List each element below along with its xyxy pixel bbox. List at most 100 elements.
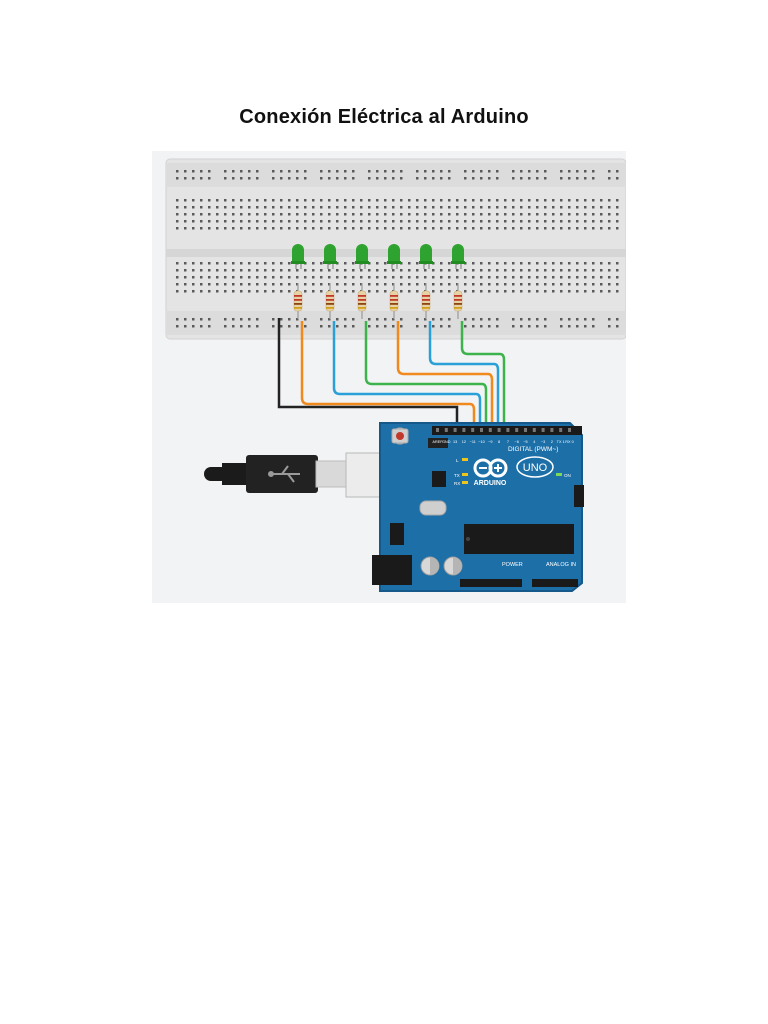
breadboard-hole (528, 213, 531, 216)
breadboard-hole (520, 262, 523, 265)
led-5 (419, 244, 433, 269)
breadboard-hole (512, 220, 515, 223)
breadboard-hole (336, 177, 339, 180)
breadboard-hole (296, 283, 299, 286)
breadboard-hole (424, 227, 427, 230)
breadboard-hole (464, 170, 467, 173)
breadboard-hole (336, 325, 339, 328)
breadboard-hole (200, 170, 203, 173)
digital-pin-label: ~6 (515, 440, 519, 444)
breadboard-hole (328, 220, 331, 223)
breadboard-hole (328, 325, 331, 328)
breadboard-hole (576, 220, 579, 223)
breadboard-hole (280, 199, 283, 202)
breadboard-hole (304, 220, 307, 223)
breadboard-hole (416, 325, 419, 328)
breadboard-hole (424, 318, 427, 321)
breadboard-hole (464, 220, 467, 223)
breadboard-hole (384, 269, 387, 272)
breadboard-hole (528, 325, 531, 328)
breadboard-hole (264, 276, 267, 279)
breadboard-hole (264, 290, 267, 293)
breadboard-hole (416, 199, 419, 202)
wire-1 (300, 321, 476, 427)
breadboard-hole (256, 283, 259, 286)
analog-header (532, 579, 578, 587)
wire-2 (332, 321, 482, 427)
breadboard-hole (408, 199, 411, 202)
breadboard-hole (584, 262, 587, 265)
on-indicator (556, 473, 562, 476)
breadboard-hole (512, 269, 515, 272)
breadboard-hole (472, 290, 475, 293)
breadboard-hole (176, 269, 179, 272)
breadboard-hole (528, 283, 531, 286)
breadboard-hole (520, 283, 523, 286)
breadboard-hole (392, 199, 395, 202)
led-6 (451, 244, 465, 269)
breadboard-hole (560, 206, 563, 209)
breadboard-hole (208, 170, 211, 173)
breadboard-hole (400, 177, 403, 180)
breadboard-hole (440, 283, 443, 286)
breadboard-hole (296, 318, 299, 321)
breadboard-hole (552, 262, 555, 265)
breadboard-hole (304, 227, 307, 230)
breadboard-hole (248, 269, 251, 272)
breadboard-hole (200, 269, 203, 272)
breadboard-hole (480, 170, 483, 173)
breadboard-hole (256, 318, 259, 321)
breadboard-hole (584, 170, 587, 173)
breadboard-hole (280, 290, 283, 293)
breadboard-hole (592, 325, 595, 328)
breadboard-hole (192, 283, 195, 286)
breadboard-hole (328, 269, 331, 272)
breadboard-hole (544, 318, 547, 321)
digital-pin-label: ~11 (470, 440, 476, 444)
breadboard-hole (592, 262, 595, 265)
breadboard-hole (528, 170, 531, 173)
resistors (293, 283, 463, 319)
breadboard-hole (296, 177, 299, 180)
breadboard-hole (200, 220, 203, 223)
breadboard-hole (440, 220, 443, 223)
breadboard-hole (248, 206, 251, 209)
breadboard-hole (616, 325, 619, 328)
breadboard-hole (264, 220, 267, 223)
breadboard-hole (240, 177, 243, 180)
breadboard-hole (600, 206, 603, 209)
breadboard-hole (200, 318, 203, 321)
breadboard-hole (552, 227, 555, 230)
breadboard-hole (544, 220, 547, 223)
breadboard-hole (464, 213, 467, 216)
breadboard-hole (616, 318, 619, 321)
breadboard-hole (504, 213, 507, 216)
breadboard-hole (472, 276, 475, 279)
breadboard-hole (616, 206, 619, 209)
breadboard-hole (520, 227, 523, 230)
breadboard-hole (608, 213, 611, 216)
breadboard-hole (520, 199, 523, 202)
breadboard-hole (248, 199, 251, 202)
breadboard-hole (448, 213, 451, 216)
breadboard-hole (240, 318, 243, 321)
breadboard-hole (224, 220, 227, 223)
breadboard-hole (544, 276, 547, 279)
breadboard-hole (176, 276, 179, 279)
breadboard-hole (592, 283, 595, 286)
breadboard-hole (576, 227, 579, 230)
breadboard-hole (464, 276, 467, 279)
breadboard-hole (472, 170, 475, 173)
breadboard-hole (504, 283, 507, 286)
breadboard-hole (392, 220, 395, 223)
breadboard-hole (232, 325, 235, 328)
breadboard-hole (488, 290, 491, 293)
breadboard-hole (264, 227, 267, 230)
breadboard-hole (192, 199, 195, 202)
breadboard-hole (344, 170, 347, 173)
breadboard-hole (600, 290, 603, 293)
breadboard-hole (456, 269, 459, 272)
page-title: Conexión Eléctrica al Arduino (239, 106, 529, 128)
breadboard-hole (520, 177, 523, 180)
